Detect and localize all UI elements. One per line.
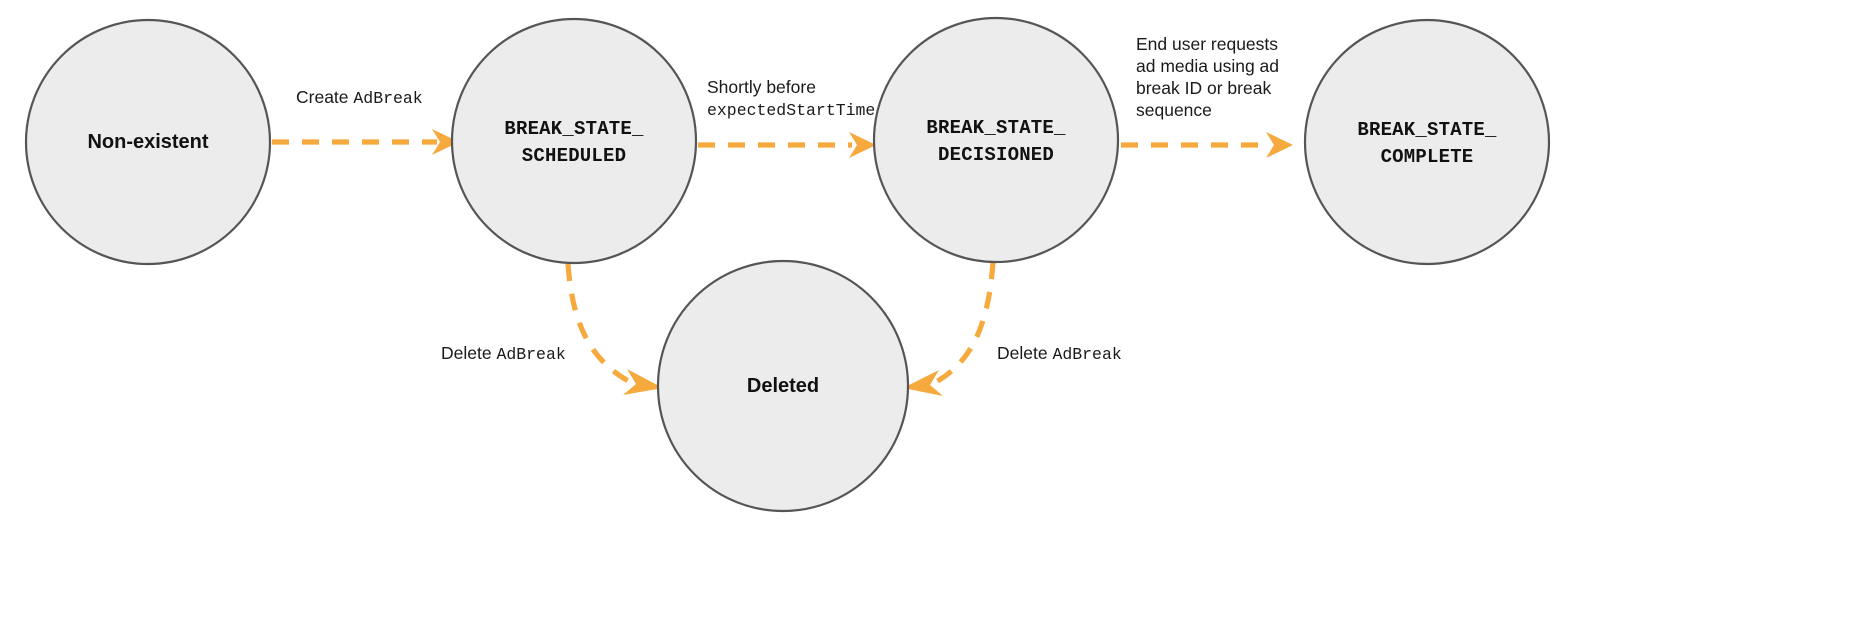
edge-label-delete-from-decisioned: Delete AdBreak: [997, 343, 1122, 364]
arrowhead-icon: [432, 129, 459, 155]
edge-delete-from-decisioned[interactable]: [903, 261, 996, 396]
edge-layer: [272, 129, 1293, 396]
edge-shortly-before[interactable]: [698, 132, 876, 158]
node-break-state-scheduled[interactable]: [450, 17, 698, 265]
node-break-state-decisioned[interactable]: [872, 16, 1120, 264]
node-non-existent[interactable]: [24, 18, 272, 266]
edge-end-user-requests[interactable]: [1121, 132, 1293, 158]
arrowhead-icon: [849, 132, 876, 158]
node-layer: [24, 16, 1551, 513]
node-break-state-complete[interactable]: [1303, 18, 1551, 266]
edge-line: [928, 261, 996, 388]
arrowhead-icon: [903, 370, 943, 396]
arrowhead-icon: [623, 369, 663, 395]
arrowhead-icon: [1266, 132, 1293, 158]
edge-create-adbreak[interactable]: [272, 129, 459, 155]
node-deleted[interactable]: [656, 259, 910, 513]
edge-label-delete-from-scheduled: Delete AdBreak: [441, 343, 566, 364]
edge-line: [565, 263, 638, 388]
edge-label-create-adbreak: Create AdBreak: [296, 87, 423, 108]
edge-delete-from-scheduled[interactable]: [565, 263, 663, 395]
